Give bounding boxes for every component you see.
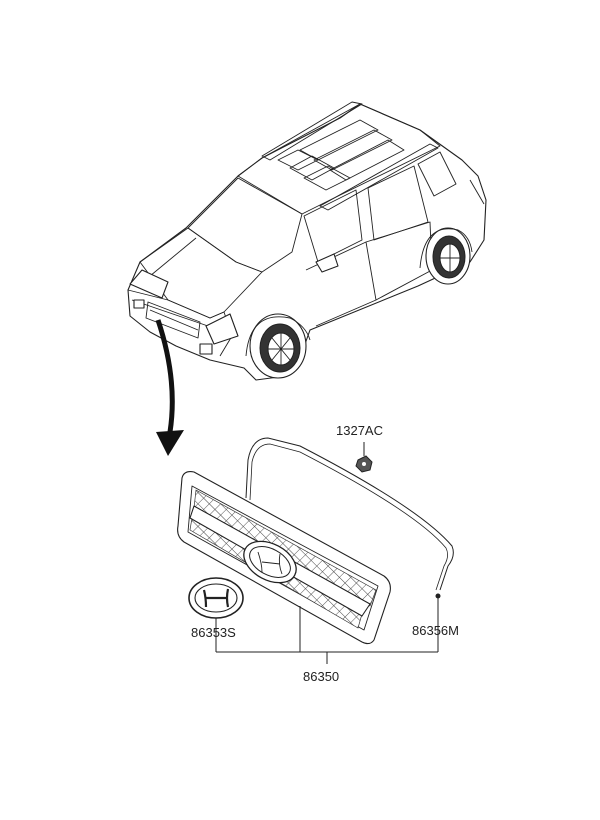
- radiator-grille-part: [177, 471, 391, 645]
- grille-moulding-part: [245, 437, 454, 599]
- emblem-label: 86353S: [191, 625, 236, 640]
- moulding-label: 86356M: [412, 623, 459, 638]
- nut-part: [355, 455, 373, 473]
- vehicle-illustration: [127, 101, 487, 381]
- grille-assembly-label: 86350: [303, 669, 339, 684]
- leader-lines: [215, 442, 439, 664]
- nut-label: 1327AC: [336, 423, 383, 438]
- emblem-part: [188, 577, 244, 619]
- pointer-arrow: [155, 319, 184, 456]
